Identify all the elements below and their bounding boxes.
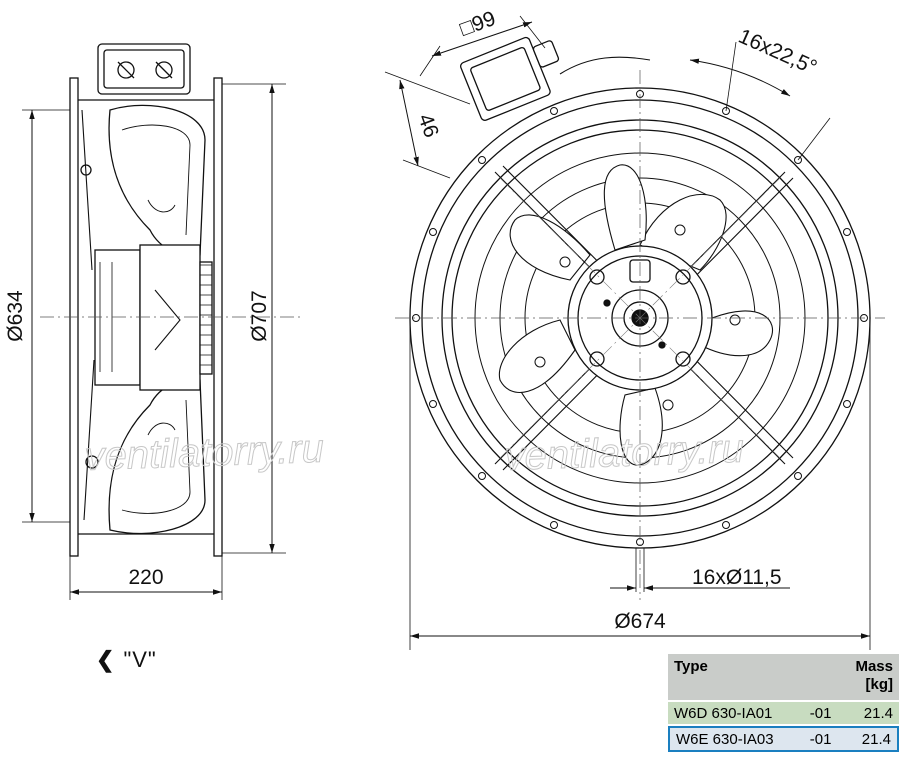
dim-634-label: Ø634 — [4, 290, 27, 342]
spec-table-header: Type Mass[kg] — [668, 654, 899, 700]
dim-box-height: 46 — [384, 71, 471, 179]
fan-technical-drawing: Ø634 Ø707 220 — [4, 7, 885, 650]
table-row: W6D 630-IA01 -01 21.4 — [668, 702, 899, 724]
dim-22-5-label: 16x22,5° — [735, 25, 820, 80]
motor-hub-side — [94, 244, 213, 391]
spec-table: Type Mass[kg] W6D 630-IA01 -01 21.4 W6E … — [668, 652, 899, 754]
view-label: ❮ "V" — [96, 647, 157, 673]
header-mass-unit: [kg] — [865, 676, 894, 693]
mounting-holes — [412, 90, 868, 546]
dim-housing-diameter: Ø707 — [222, 83, 286, 554]
row-type: W6E 630-IA03 — [668, 726, 798, 752]
dim-707-label: Ø707 — [248, 290, 271, 341]
row-mass: 21.4 — [841, 702, 899, 724]
row-mass: 21.4 — [841, 726, 899, 752]
terminal-box-front — [460, 36, 560, 121]
view-label-text: "V" — [123, 647, 157, 672]
dim-depth: 220 — [69, 556, 223, 600]
row-variant: -01 — [797, 726, 842, 752]
header-type: Type — [668, 654, 842, 700]
dim-674-label: Ø674 — [614, 610, 666, 633]
row-variant: -01 — [797, 702, 842, 724]
watermark-left: ventilatorry.ru — [84, 427, 325, 479]
row-type: W6D 630-IA01 — [668, 702, 798, 724]
impeller-blades — [498, 164, 774, 466]
terminal-box-side — [97, 43, 191, 95]
dim-11-5-label: 16xØ11,5 — [692, 566, 782, 589]
dim-220-label: 220 — [128, 566, 163, 589]
dim-flange-diameter: Ø674 — [409, 320, 871, 650]
table-row-selected: W6E 630-IA03 -01 21.4 — [668, 726, 899, 752]
header-mass-label: Mass — [855, 658, 893, 675]
dim-outer-diameter-side: Ø634 — [4, 109, 70, 523]
dim-mounting-holes: 16xØ11,5 — [610, 548, 790, 592]
watermark-right: ventilatorry.ru — [504, 427, 745, 479]
chevron-left-icon: ❮ — [96, 647, 116, 672]
header-mass: Mass[kg] — [841, 654, 899, 700]
upper-blade — [108, 104, 206, 257]
dim-46-label: 46 — [413, 111, 443, 141]
side-view — [69, 43, 223, 557]
